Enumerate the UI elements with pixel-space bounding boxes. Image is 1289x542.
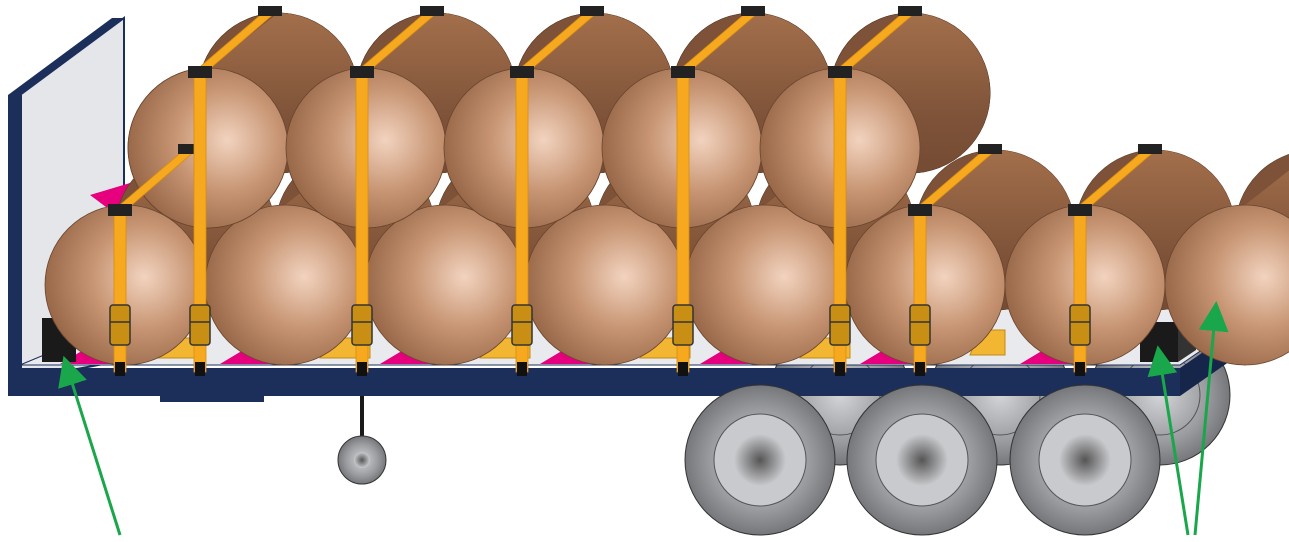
wheel-icon xyxy=(847,385,997,535)
ratchet-icon xyxy=(110,305,130,345)
wheel-icon xyxy=(1010,385,1160,535)
ratchet-icon xyxy=(910,305,930,345)
wheel-icon xyxy=(685,385,835,535)
ratchet-icon xyxy=(830,305,850,345)
ratchet-icon xyxy=(1070,305,1090,345)
landing-gear xyxy=(160,396,386,484)
ratchet-icon xyxy=(673,305,693,345)
trailer-side-rail xyxy=(8,368,1180,396)
ratchet-icon xyxy=(512,305,532,345)
ratchet-icon xyxy=(190,305,210,345)
front-wheels xyxy=(685,385,1160,535)
ratchet-icon xyxy=(352,305,372,345)
